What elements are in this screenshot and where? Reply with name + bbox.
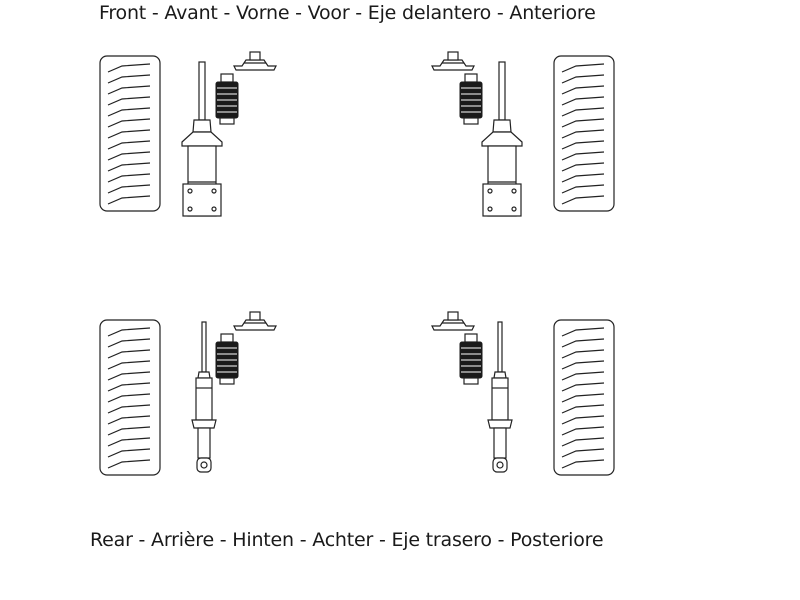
front-left-top-mount [233, 51, 277, 71]
rear-axle-caption: Rear - Arrière - Hinten - Achter - Eje t… [90, 529, 604, 551]
front-right-top-mount [431, 51, 475, 71]
rear-left-shock [191, 321, 217, 473]
rear-right-shock [487, 321, 513, 473]
rear-left-top-mount [233, 311, 277, 331]
front-left-tyre [99, 55, 161, 212]
front-right-strut [481, 61, 523, 217]
front-axle-caption: Front - Avant - Vorne - Voor - Eje delan… [99, 2, 596, 24]
rear-left-tyre [99, 319, 161, 476]
front-left-dust-boot [215, 73, 239, 125]
front-right-tyre [553, 55, 615, 212]
rear-right-dust-boot [459, 333, 483, 385]
front-right-dust-boot [459, 73, 483, 125]
rear-left-dust-boot [215, 333, 239, 385]
rear-right-top-mount [431, 311, 475, 331]
rear-right-tyre [553, 319, 615, 476]
